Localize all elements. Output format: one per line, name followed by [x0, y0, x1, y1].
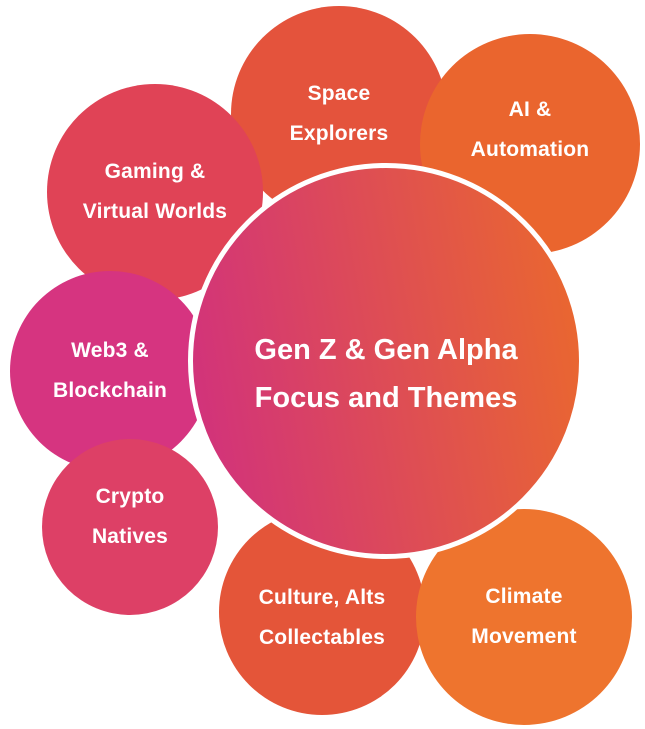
bubble-label-line: Blockchain — [52, 379, 168, 402]
bubble-label-line: Movement — [471, 625, 577, 648]
bubble-label-line: Explorers — [289, 122, 389, 145]
bubble-label-line: Crypto — [95, 485, 165, 508]
bubble-label-line: Virtual Worlds — [82, 200, 228, 223]
bubble-label-line: Natives — [91, 525, 169, 548]
bubble-ai-automation: AI & Automation — [420, 34, 640, 254]
bubble-web3-blockchain: Web3 & Blockchain — [10, 271, 210, 471]
bubble-label-line: Culture, Alts — [258, 586, 386, 609]
bubble-crypto-natives: Crypto Natives — [42, 439, 218, 615]
bubble-label-line: Space — [307, 82, 371, 105]
bubble-climate-movement: Climate Movement — [416, 509, 632, 725]
bubble-label-line: Web3 & — [71, 339, 149, 362]
center-title-line: Gen Z & Gen Alpha — [254, 334, 518, 366]
center-circle-title: Gen Z & Gen Alpha Focus and Themes — [188, 163, 584, 559]
bubble-label-line: AI & — [508, 98, 552, 121]
bubble-label-line: Collectables — [258, 626, 386, 649]
bubble-label-line: Automation — [470, 138, 590, 161]
bubble-label-line: Climate — [485, 585, 563, 608]
bubble-label-line: Gaming & — [104, 160, 206, 183]
center-title-line: Focus and Themes — [254, 382, 518, 414]
